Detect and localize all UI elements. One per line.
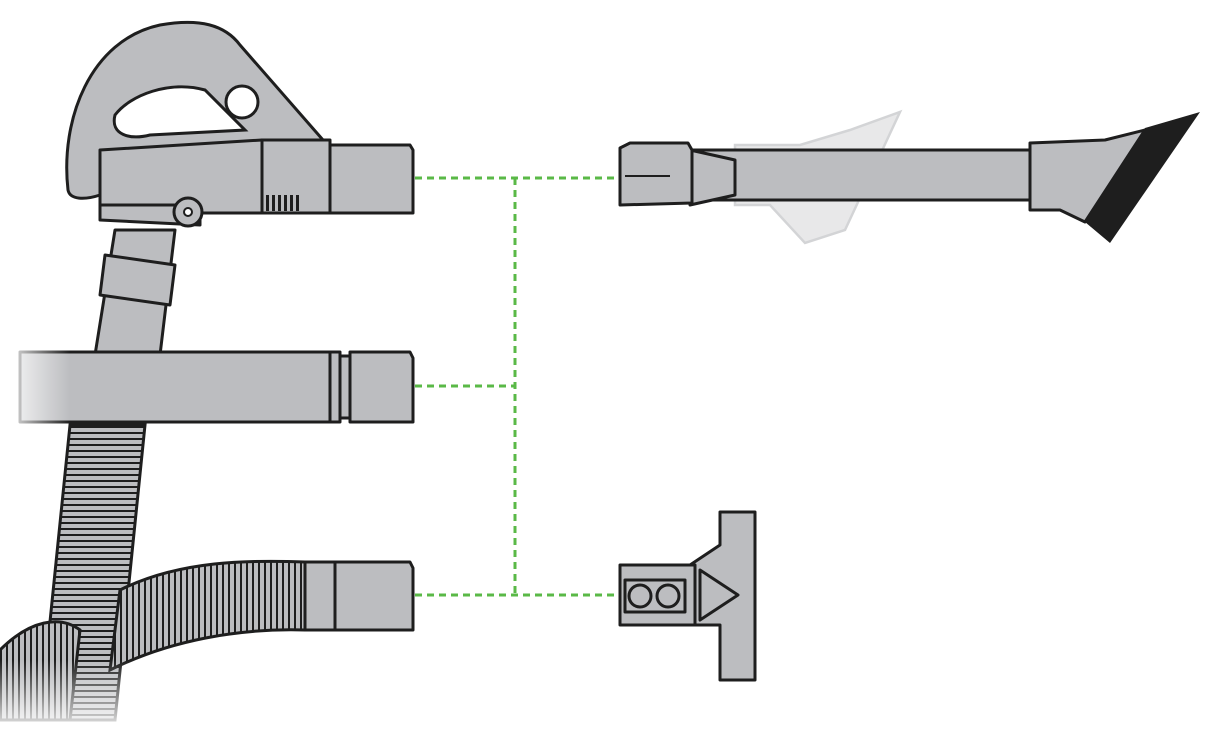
vent-grille xyxy=(266,195,299,211)
handle xyxy=(65,20,415,357)
handle-collar xyxy=(98,253,177,307)
handle-connector[interactable] xyxy=(328,143,415,215)
hose-connector[interactable] xyxy=(333,560,415,632)
wand-connector[interactable] xyxy=(348,350,415,424)
connector-lines xyxy=(415,176,620,597)
hose-cuff-ring xyxy=(303,560,337,632)
wand xyxy=(0,345,415,430)
hose xyxy=(0,423,415,737)
combination-tool[interactable] xyxy=(618,109,1200,245)
mini-turbine-tool[interactable] xyxy=(618,510,757,682)
brush-bristles xyxy=(1085,112,1200,243)
